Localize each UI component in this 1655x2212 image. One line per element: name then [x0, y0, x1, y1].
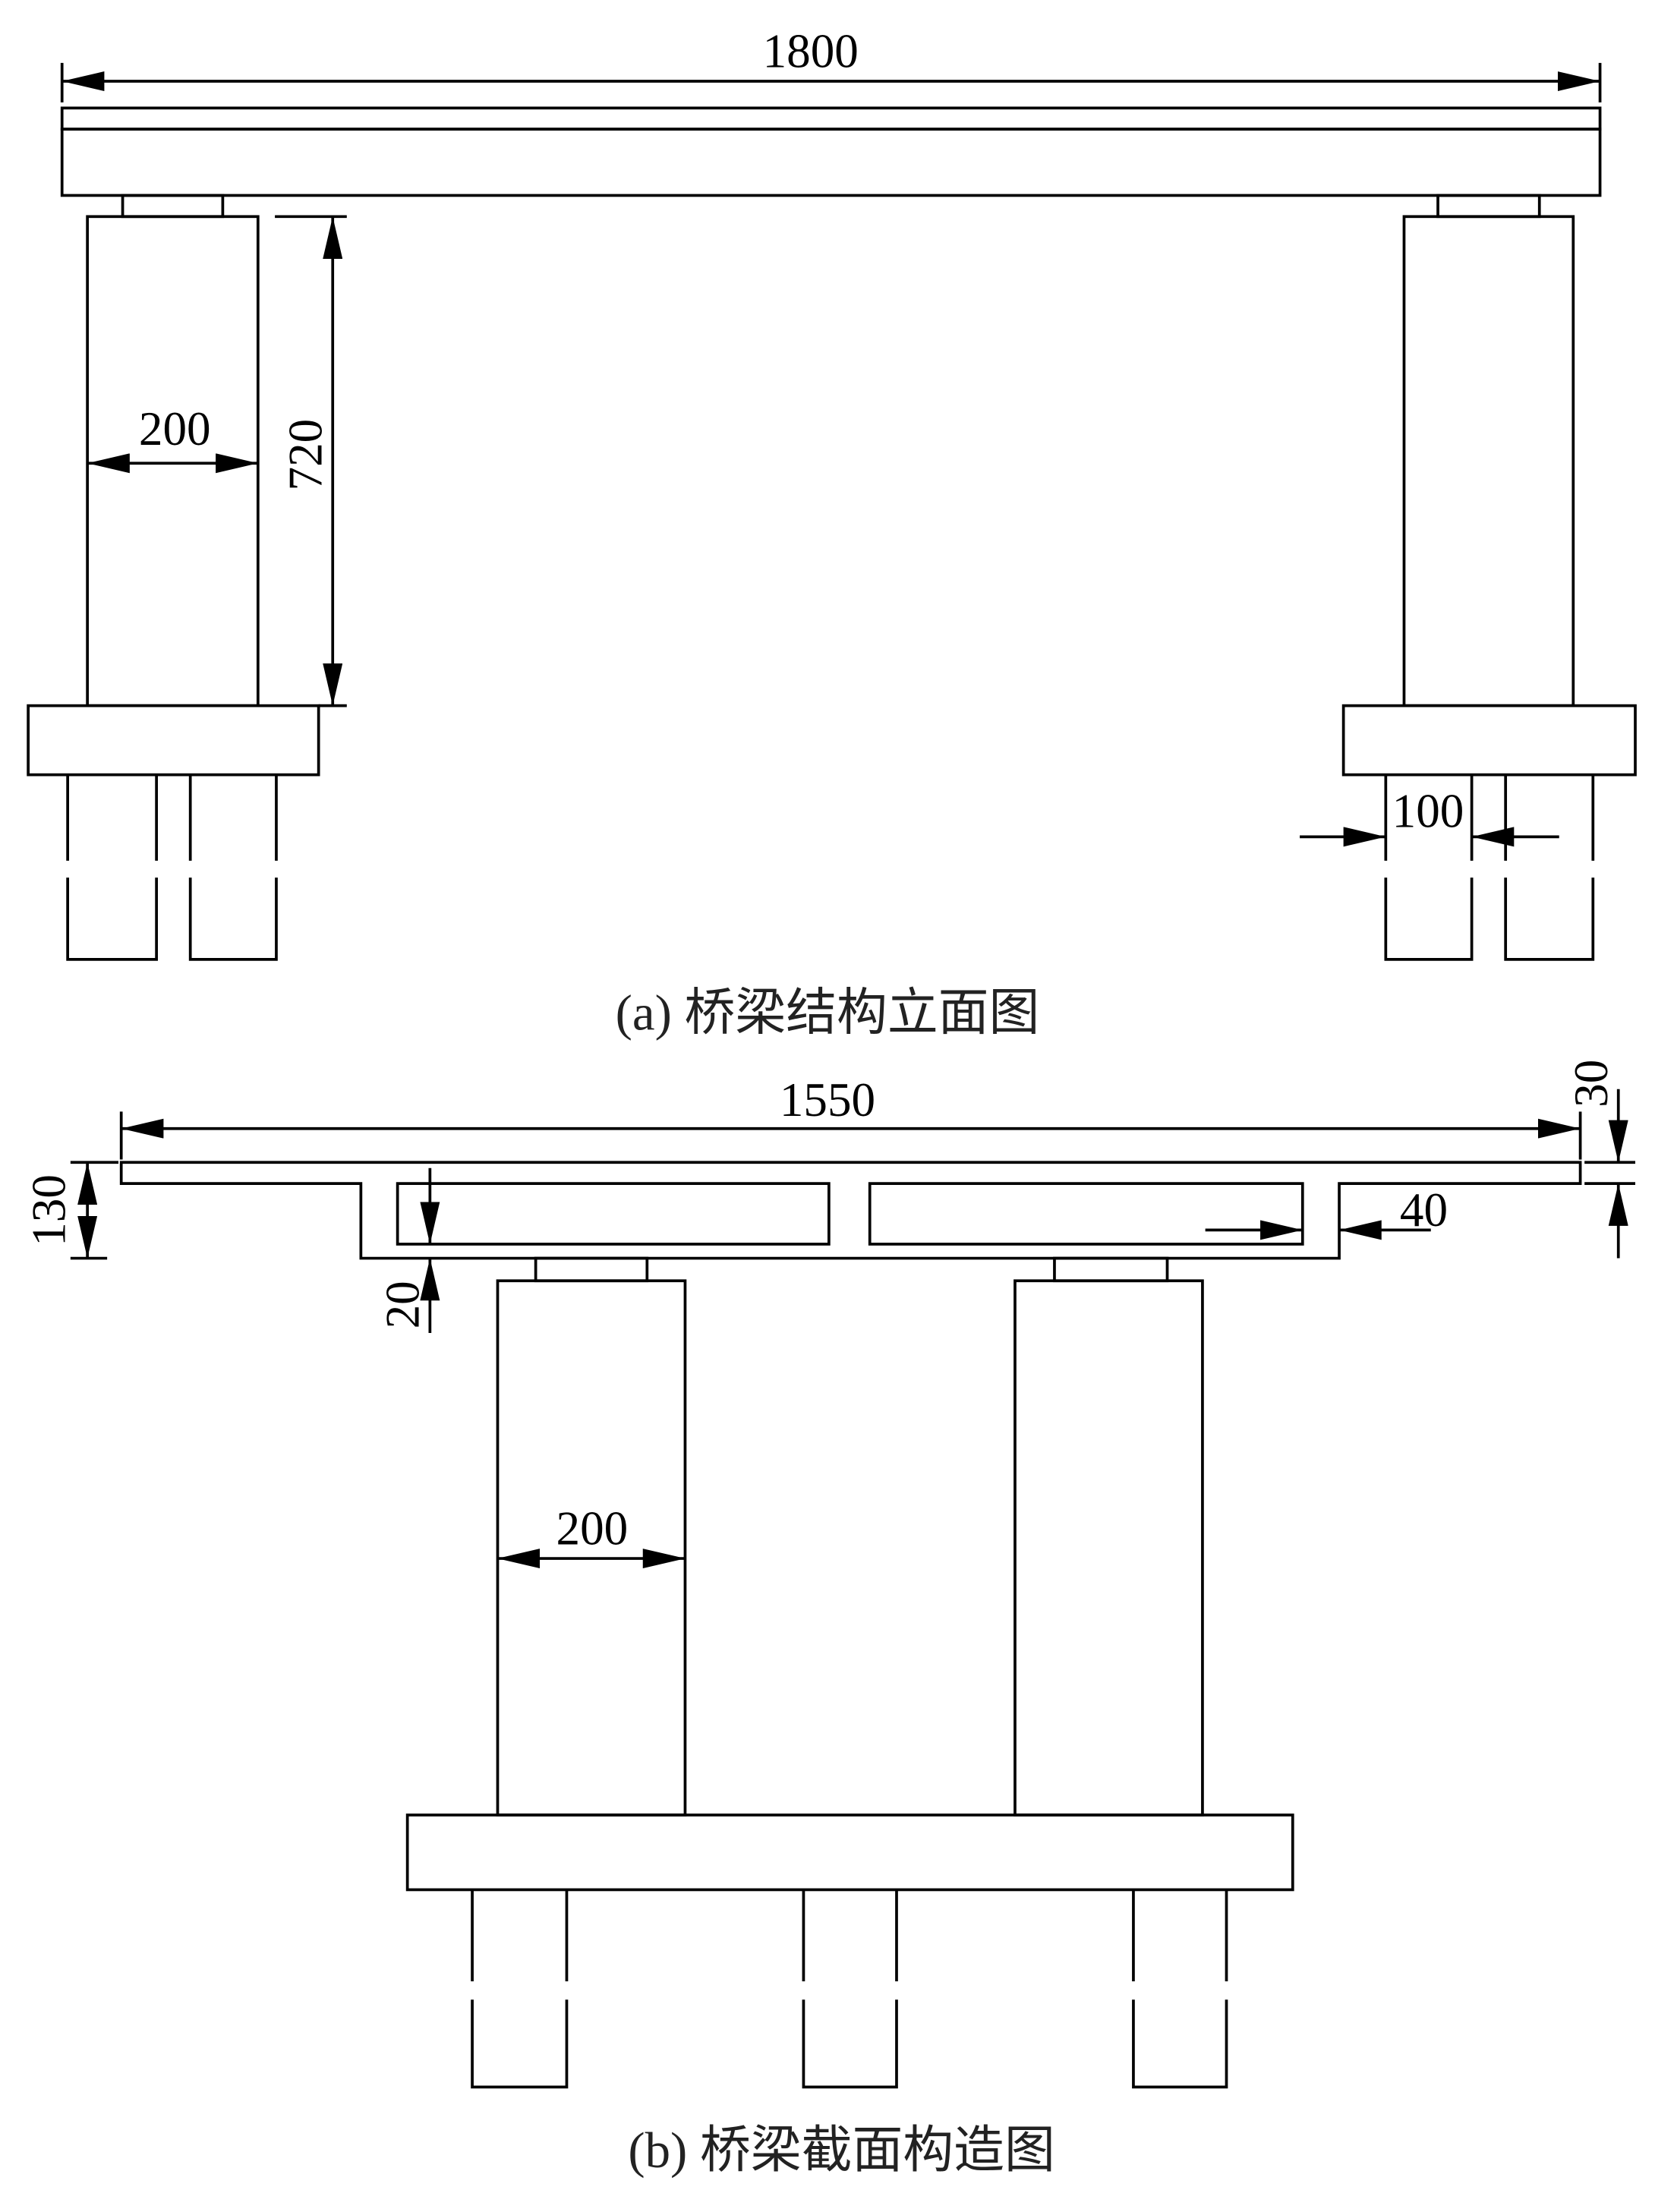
pier-height-dimension: 720	[275, 215, 347, 707]
bottom-slab-label: 20	[376, 1281, 429, 1328]
pier-width-dimension-a: 200	[87, 402, 258, 474]
pier-left	[86, 215, 260, 707]
elevation-view: 1800 720 200 100 (a) 桥梁	[27, 24, 1637, 1041]
box-girder	[119, 1161, 1582, 1260]
pier-right	[1402, 215, 1575, 707]
span-label: 1800	[763, 24, 859, 77]
cross-section-view: 1550 200 130 30	[22, 1060, 1636, 2179]
bearing-b-right	[1053, 1256, 1169, 1283]
deck-width-label: 1550	[780, 1073, 875, 1126]
pile-cap-left	[27, 704, 320, 777]
cell-right	[868, 1182, 1304, 1246]
flange-thickness-dimension: 30	[1565, 1060, 1636, 1259]
deck-girder	[60, 128, 1602, 197]
pile-cap-right	[1341, 704, 1637, 777]
caption-b: (b) 桥梁截面构造图	[628, 2122, 1054, 2179]
pier-width-dimension-b: 200	[497, 1501, 686, 1569]
bearing-b-left	[534, 1256, 649, 1283]
deck-depth-dimension: 130	[22, 1161, 118, 1260]
bottom-slab-dimension: 20	[376, 1167, 440, 1333]
pile-gap-label: 100	[1392, 784, 1464, 837]
bearing-right	[1436, 194, 1541, 219]
web-thickness-dimension: 40	[1205, 1183, 1448, 1240]
flange-thickness-label: 30	[1565, 1060, 1618, 1108]
span-dimension: 1800	[60, 24, 1602, 102]
web-thickness-label: 40	[1400, 1183, 1448, 1237]
cell-left	[396, 1182, 831, 1246]
bearing-left	[121, 194, 225, 219]
deck-width-dimension: 1550	[119, 1073, 1582, 1160]
pier-b-right	[1013, 1279, 1204, 1817]
caption-a: (a) 桥梁结构立面图	[616, 985, 1040, 1041]
deck-pavement	[60, 106, 1602, 131]
pile-gap-dimension: 100	[1300, 784, 1559, 847]
pier-width-label-b: 200	[556, 1501, 629, 1555]
piles-a	[66, 774, 1595, 961]
pier-width-label-a: 200	[139, 402, 211, 455]
pier-height-label: 720	[279, 419, 332, 491]
piles-b	[471, 1889, 1228, 2089]
deck-depth-label: 130	[22, 1174, 75, 1246]
pile-cap-b	[405, 1813, 1294, 1892]
